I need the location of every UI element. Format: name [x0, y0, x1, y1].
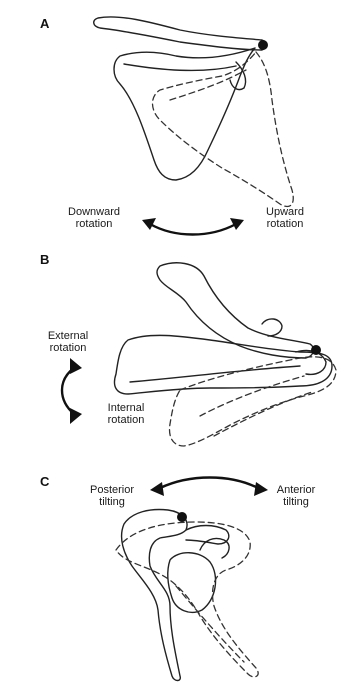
panel-a: A Downward rotation Upward rotation — [0, 0, 340, 240]
scapula-rotated-dashed-outline — [116, 522, 258, 677]
caption-internal-rotation: Internal rotation — [86, 402, 166, 426]
arrow-head-left-icon — [150, 482, 164, 496]
scapula-diagram-upward-rotation — [0, 0, 340, 240]
scapula-solid-outline — [115, 335, 333, 394]
coracoid-outline — [262, 319, 282, 336]
arrow-head-top-icon — [70, 358, 82, 374]
double-headed-curved-arrow-icon — [160, 478, 258, 489]
double-headed-curved-arrow-icon — [62, 368, 74, 414]
scapular-spine — [124, 64, 236, 70]
arrow-head-left-icon — [142, 218, 156, 230]
scapula-rotated-inner-dashed — [176, 586, 244, 662]
double-headed-curved-arrow-icon — [150, 224, 236, 235]
scapula-solid-outline — [114, 48, 255, 180]
scapula-rotated-inner-dashed-2 — [214, 392, 312, 436]
caption-anterior-tilting: Anterior tilting — [256, 484, 336, 508]
arrow-head-right-icon — [230, 218, 244, 230]
caption-upward-rotation: Upward rotation — [250, 206, 320, 230]
scapula-rotated-inner-dashed — [200, 376, 304, 416]
joint-dot-icon — [311, 345, 321, 355]
panel-c: C Posterior tilting Anterior tilting — [0, 470, 340, 684]
scapular-spine-rotated — [170, 70, 246, 100]
scapula-diagram-external-rotation — [0, 240, 340, 470]
scapular-spine — [130, 366, 300, 382]
scapula-rotated-dashed-outline — [153, 52, 294, 206]
clavicle-outline — [94, 17, 267, 50]
panel-b: B External rotation Internal rotation — [0, 240, 340, 470]
joint-dot-icon — [258, 40, 268, 50]
caption-posterior-tilting: Posterior tilting — [72, 484, 152, 508]
joint-dot-icon — [177, 512, 187, 522]
caption-external-rotation: External rotation — [28, 330, 108, 354]
arrow-head-bottom-icon — [70, 408, 82, 424]
caption-downward-rotation: Downward rotation — [54, 206, 134, 230]
